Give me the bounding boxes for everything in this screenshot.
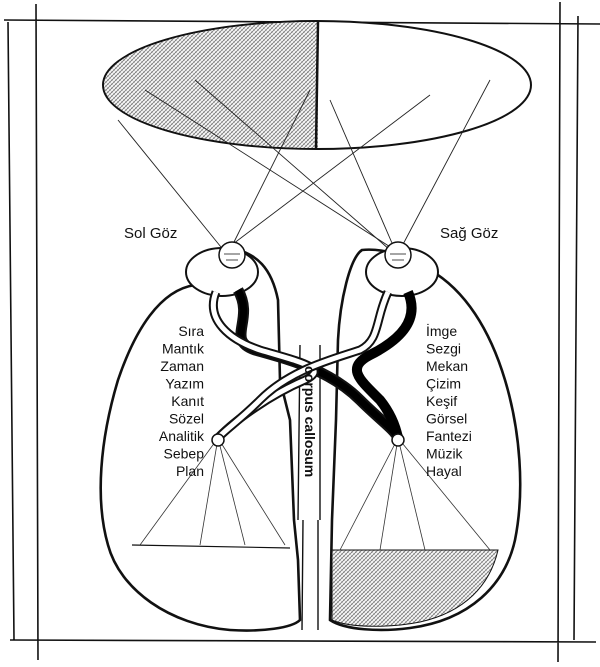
- visual-field: [103, 21, 531, 149]
- right_hemisphere_functions-item: İmge: [426, 322, 457, 339]
- right_hemisphere_functions-item: Görsel: [426, 411, 467, 427]
- left_hemisphere_functions-item: Mantık: [162, 341, 205, 357]
- right_hemisphere_functions-item: Hayal: [426, 463, 462, 479]
- left_hemisphere_functions-item: Sıra: [178, 323, 204, 339]
- right_hemisphere_functions-item: Keşif: [426, 393, 457, 409]
- left_hemisphere_functions-item: Zaman: [160, 358, 204, 374]
- left_hemisphere_functions-item: Plan: [176, 463, 204, 479]
- left_hemisphere_functions-item: Analitik: [159, 428, 205, 444]
- right-lgn-node: [392, 434, 404, 446]
- right_hemisphere_functions-item: Müzik: [426, 446, 464, 462]
- left_hemisphere_functions-item: Sebep: [164, 446, 205, 462]
- left_hemisphere_functions-item: Yazım: [165, 376, 204, 392]
- right_hemisphere_functions-item: Mekan: [426, 358, 468, 374]
- left_hemisphere_functions-item: Kanıt: [171, 393, 204, 409]
- corpus-callosum-label: corpus callosum: [302, 366, 318, 477]
- left_hemisphere_functions-item: Sözel: [169, 411, 204, 427]
- right_hemisphere_functions-item: Çizim: [426, 376, 461, 392]
- right_hemisphere_functions-item: Fantezi: [426, 428, 472, 444]
- right-eye-label: Sağ Göz: [440, 225, 498, 242]
- left-eye: [186, 242, 258, 296]
- left-lgn-node: [212, 434, 224, 446]
- right_hemisphere_functions-item: Sezgi: [426, 341, 461, 357]
- left-eye-label: Sol Göz: [124, 225, 177, 242]
- right-occipital-shaded: [332, 550, 498, 626]
